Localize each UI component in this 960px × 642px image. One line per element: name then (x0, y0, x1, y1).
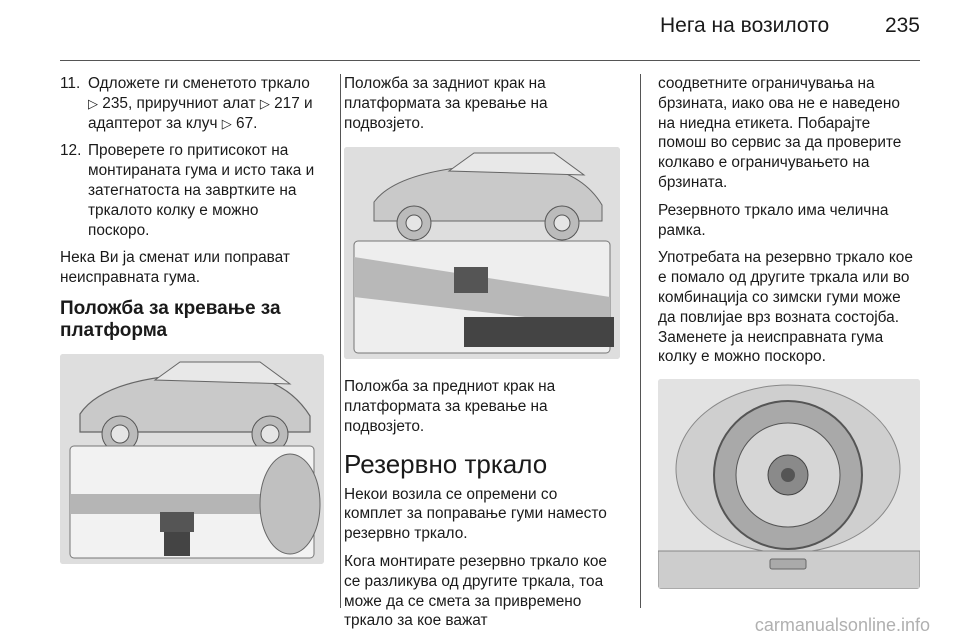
section-heading: Резервно тркало (344, 448, 548, 479)
car-illustration-icon (344, 147, 620, 360)
column-2: Положба за задниот крак на платформата з… (344, 74, 620, 639)
column-divider (640, 74, 641, 608)
car-illustration-icon (60, 353, 324, 564)
paragraph: Некои возила се опремени со комплет за п… (344, 485, 607, 543)
column-1: 11. Одложете ги сменетото тркало ▷ 235, … (60, 74, 324, 564)
list-item: 12. Проверете го притисокот на монтирана… (60, 141, 324, 240)
header-rule (60, 60, 920, 61)
list-text: Проверете го притисокот на монтираната г… (88, 142, 315, 239)
list-text: Одложете ги сменетото тркало ▷ 235, прир… (88, 75, 313, 132)
paragraph: Употребата на резервно тркало кое е пома… (658, 249, 913, 366)
figure-caption: Положба за предниот крак на платформата … (344, 378, 556, 435)
spare-wheel-figure (658, 379, 920, 590)
figure-caption: Положба за задниот крак на платформата з… (344, 75, 548, 132)
paragraph: Кога монтирате резервно тркало кое се ра… (344, 552, 607, 630)
column-divider (340, 74, 341, 608)
page-number: 235 (884, 14, 920, 37)
watermark: carmanualsonline.info (754, 615, 930, 635)
reference-arrow-icon[interactable]: ▷ (88, 95, 98, 111)
spare-wheel-icon (658, 379, 920, 590)
list-item: 11. Одложете ги сменетото тркало ▷ 235, … (60, 74, 324, 133)
section-heading: Положба за кревање за платформа (60, 297, 281, 341)
paragraph: Резервното тркало има челична рамка. (658, 201, 889, 239)
reference-arrow-icon[interactable]: ▷ (259, 95, 270, 111)
list-number: 12. (60, 142, 82, 160)
paragraph: Нека Ви ја сменат или поправат неисправн… (60, 249, 290, 287)
column-3: соодветните ограничувања на брзината, иа… (658, 74, 920, 590)
car-lift-point-figure (60, 353, 324, 564)
list-number: 11. (60, 75, 81, 92)
rear-lift-point-figure (344, 147, 620, 360)
page-header-title: Нега на возилото (660, 14, 830, 37)
paragraph: соодветните ограничувања на брзината, иа… (658, 75, 902, 191)
reference-arrow-icon[interactable]: ▷ (221, 115, 232, 131)
